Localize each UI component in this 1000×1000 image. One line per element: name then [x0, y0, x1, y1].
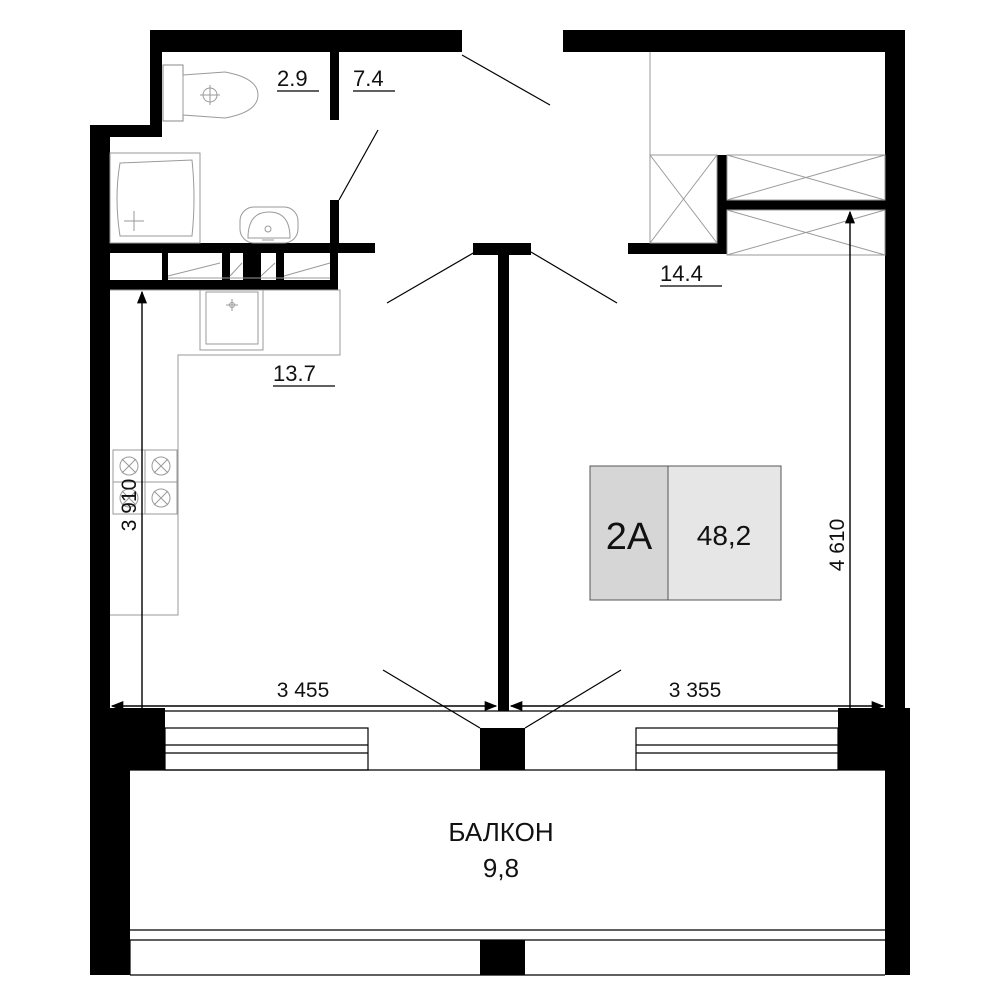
- balcony-left-wall: [90, 770, 130, 975]
- door-kitchen-swing: [386, 251, 476, 304]
- window-left: [164, 727, 369, 771]
- badge-type-box: [589, 465, 669, 601]
- balcony: [129, 769, 900, 976]
- doors: [338, 54, 622, 729]
- wall-bath-sep-2: [243, 243, 261, 288]
- wall-bedroom-stub: [628, 243, 726, 254]
- pillar-center: [480, 728, 525, 770]
- hall-area-label: 7.4: [353, 66, 384, 91]
- wall-wc-partition-bottom: [330, 200, 339, 250]
- wall-left-outer: [90, 125, 110, 710]
- pillar-right: [838, 708, 910, 770]
- wc-area-label: 2.9: [277, 66, 308, 91]
- apartment-badge: 2А 48,2: [589, 465, 782, 601]
- dim-kitchen-depth-label: 3 910: [118, 479, 141, 532]
- door-balcony-right-swing: [524, 669, 622, 729]
- door-entrance-swing: [461, 54, 551, 106]
- room-labels: 2.9 7.4 14.4 13.7: [273, 66, 722, 387]
- washbasin-icon: [239, 206, 299, 244]
- wall-bath-sep-1: [222, 243, 230, 288]
- badge-area-box: [667, 465, 782, 601]
- dimension-lines: [110, 210, 885, 726]
- wall-closet-shelf: [727, 200, 887, 210]
- wall-bath-right: [330, 243, 338, 290]
- window-right: [635, 727, 839, 771]
- wall-bath-bottom: [110, 243, 375, 253]
- wall-bath-left-closet: [162, 243, 168, 288]
- walls: [90, 30, 910, 975]
- dim-bedroom-depth-label: 4 610: [826, 519, 849, 572]
- dim-bedroom-width-label: 3 355: [669, 679, 722, 702]
- kitchen-area-label: 13.7: [273, 361, 316, 386]
- wall-wc-left: [150, 30, 162, 132]
- wall-wc-partition-top: [330, 52, 339, 120]
- bedroom-area-label: 14.4: [660, 261, 703, 286]
- bath-closet-doors: [167, 262, 331, 279]
- wall-bath-sep-3: [276, 243, 284, 288]
- balcony-right-wall: [885, 770, 910, 975]
- balcony-name-label: БАЛКОН: [448, 817, 553, 847]
- wall-top-right: [563, 30, 905, 52]
- pillar-left: [90, 708, 165, 770]
- fixtures: [109, 52, 886, 616]
- kitchen-sink-icon: [199, 289, 264, 351]
- balcony-area-label: 9,8: [483, 853, 519, 883]
- dim-kitchen-width-label: 3 455: [277, 679, 330, 702]
- shower-tray-icon: [109, 152, 201, 244]
- wall-right-outer: [885, 30, 905, 708]
- door-bedroom-swing: [530, 251, 618, 304]
- wall-top-left: [150, 30, 462, 52]
- door-wc-swing: [338, 129, 379, 201]
- apartment-total-area-label: 48,2: [697, 520, 752, 551]
- dimension-labels: 3 455 3 355 3 910 4 610: [118, 479, 849, 702]
- wardrobe-icon: [649, 52, 886, 256]
- balcony-rail-post: [480, 940, 525, 975]
- toilet-icon: [162, 64, 259, 122]
- kitchen-counter: [110, 289, 341, 616]
- wall-central-partition: [498, 243, 509, 711]
- wall-closet-left: [717, 155, 727, 254]
- balcony-labels: БАЛКОН 9,8: [448, 817, 553, 883]
- door-balcony-left-swing: [382, 669, 481, 729]
- apartment-type-label: 2А: [606, 516, 653, 558]
